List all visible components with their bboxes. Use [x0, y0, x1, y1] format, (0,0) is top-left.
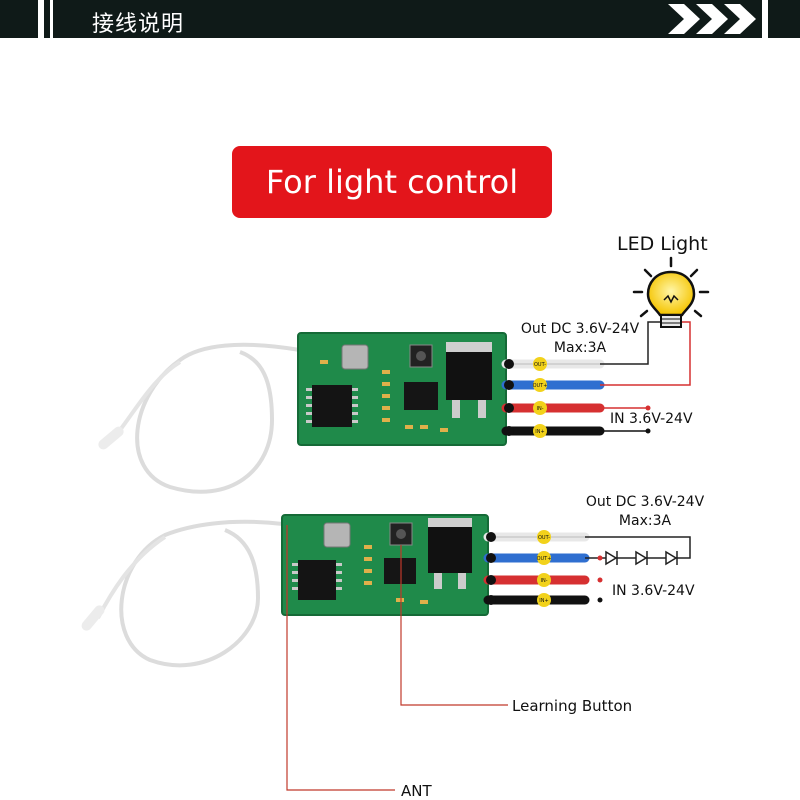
crystal-2 [323, 522, 351, 548]
pin-label-in-plus: IN+ [535, 429, 544, 435]
led-bulb-icon [632, 256, 710, 328]
antenna-tip-1 [98, 426, 124, 450]
out-dc-label-2: Out DC 3.6V-24V [585, 494, 705, 510]
max-current-label-2: Max:3A [618, 513, 672, 529]
pin-pads-1 [504, 359, 514, 436]
pin-label-in-minus-2: IN- [540, 578, 547, 584]
chip-ic-1 [312, 385, 352, 427]
header-background [0, 0, 800, 38]
in-voltage-label-1: IN 3.6V-24V [610, 411, 693, 427]
pin-labels-2: OUT- OUT+ IN- IN+ [537, 530, 552, 607]
chevron-decoration-icon [668, 4, 756, 34]
pin-label-in-plus-2: IN+ [539, 598, 548, 604]
pin-pads-2 [486, 532, 496, 605]
out-dc-label-1: Out DC 3.6V-24V [520, 321, 640, 337]
antenna-tip-2 [81, 605, 105, 631]
header-title: 接线说明 [92, 12, 185, 37]
learning-button-label: Learning Button [512, 697, 633, 715]
header-bar: 接线说明 [0, 0, 800, 38]
antenna-wire-2 [119, 519, 284, 668]
led-wire-red-1 [600, 321, 691, 386]
light-control-banner: For light control [232, 146, 552, 218]
learning-button-pointer [400, 545, 508, 706]
mosfet-1 [446, 350, 492, 400]
pin-labels-1: OUT- OUT+ IN- IN+ [533, 357, 548, 438]
pin-label-out-minus: OUT- [534, 362, 546, 368]
antenna-wire-2b [96, 535, 167, 619]
small-chip-1 [404, 382, 438, 410]
ant-pointer [286, 525, 395, 791]
antenna-wire-1 [135, 342, 301, 494]
crystal-1 [341, 344, 369, 370]
led-light-label: LED Light [617, 233, 708, 255]
chip-ic-2 [298, 560, 336, 600]
pin-label-out-plus-2: OUT+ [537, 556, 552, 562]
pin-label-out-minus-2: OUT- [538, 535, 550, 541]
module-2: OUT- OUT+ IN- IN+ [81, 514, 691, 791]
diode-icon [605, 550, 678, 566]
led-wire-white-1 [600, 321, 662, 365]
pin-label-out-plus: OUT+ [533, 383, 548, 389]
ant-label: ANT [401, 782, 432, 800]
diode-circuit-wire [585, 536, 691, 559]
pin-label-in-minus: IN- [536, 406, 543, 412]
small-chip-2 [384, 558, 416, 584]
mosfet-2 [428, 525, 472, 573]
in-voltage-label-2: IN 3.6V-24V [612, 583, 695, 599]
max-current-label-1: Max:3A [553, 340, 607, 356]
module-1: OUT- OUT+ IN- IN+ [98, 321, 691, 494]
